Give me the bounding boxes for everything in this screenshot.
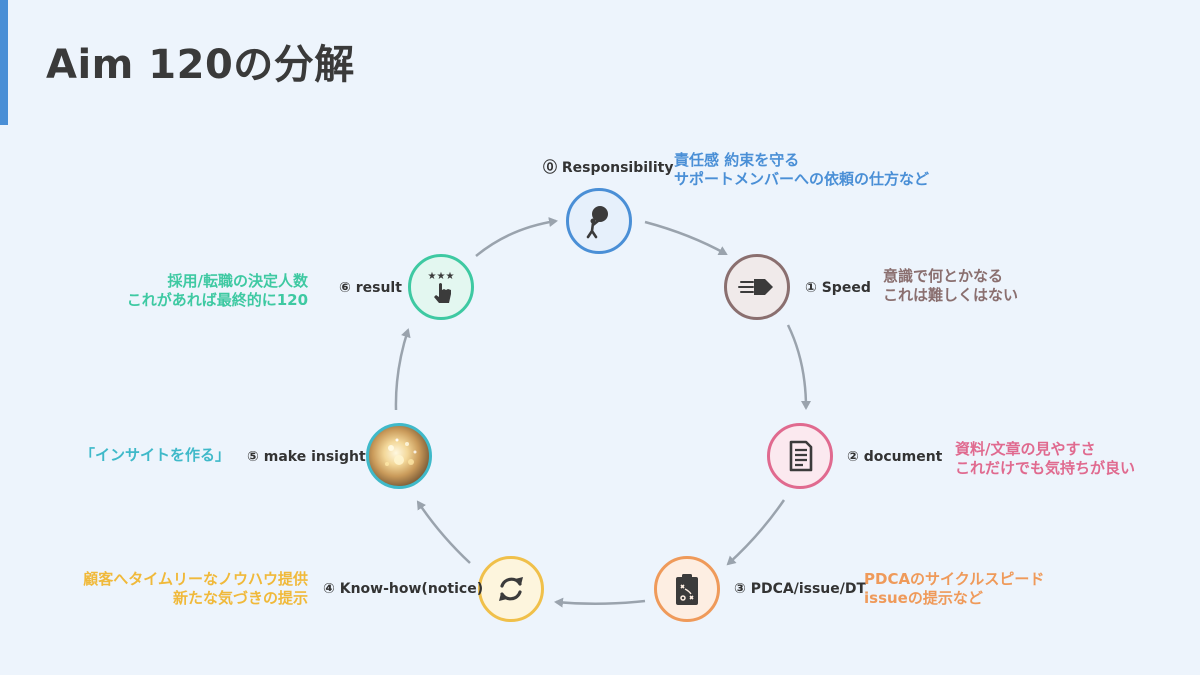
fast-arrow-icon <box>738 279 773 295</box>
node-result: ★★★ <box>408 254 474 320</box>
step-note-speed: 意識で何とかなる これは難しくはない <box>883 267 1019 304</box>
arrow-3-to-4 <box>554 597 646 608</box>
rating-click-icon: ★★★ <box>428 271 455 303</box>
arrow-1-to-2 <box>786 324 811 410</box>
step-label-speed: ① Speed <box>805 280 871 296</box>
step-label-knowhow: ④ Know-how(notice) <box>323 581 484 597</box>
refresh-cycle-icon <box>499 577 523 601</box>
arrow-0-to-1 <box>644 220 728 256</box>
svg-text:★★★: ★★★ <box>428 271 455 282</box>
node-insight <box>366 423 432 489</box>
arrow-2-to-3 <box>726 499 786 566</box>
step-note-knowhow: 顧客へタイムリーなノウハウ提供 新たな気づきの提示 <box>83 570 308 607</box>
document-icon <box>789 440 813 472</box>
node-knowhow <box>478 556 544 622</box>
arrow-5-to-6 <box>394 328 411 411</box>
step-note-responsibility: 責任感 約束を守る サポートメンバーへの依頼の仕方など <box>674 151 930 188</box>
node-responsibility <box>566 188 632 254</box>
step-label-insight: ⑤ make insight <box>247 449 366 465</box>
arrow-6-to-0 <box>475 217 558 257</box>
step-note-document: 資料/文章の見やすさ これだけでも気持ちが良い <box>955 440 1136 477</box>
step-note-result: 採用/転職の決定人数 これがあれば最終的に120 <box>126 272 308 309</box>
step-label-responsibility: ⓪ Responsibility <box>543 160 674 176</box>
page-title: Aim 120の分解 <box>46 42 355 88</box>
step-label-result: ⑥ result <box>339 280 402 296</box>
person-pushing-boulder-icon <box>586 206 608 239</box>
node-document <box>767 423 833 489</box>
step-note-insight: 「インサイトを作る」 <box>79 446 230 464</box>
clipboard-strategy-icon <box>676 574 698 605</box>
accent-bar <box>0 0 8 125</box>
step-label-pdca: ③ PDCA/issue/DT <box>734 581 867 597</box>
node-pdca <box>654 556 720 622</box>
insight-photo-icon <box>385 438 417 466</box>
arrow-4-to-5 <box>416 500 471 564</box>
node-speed <box>724 254 790 320</box>
step-note-pdca: PDCAのサイクルスピード issueの提示など <box>864 570 1045 607</box>
step-label-document: ② document <box>847 449 943 465</box>
